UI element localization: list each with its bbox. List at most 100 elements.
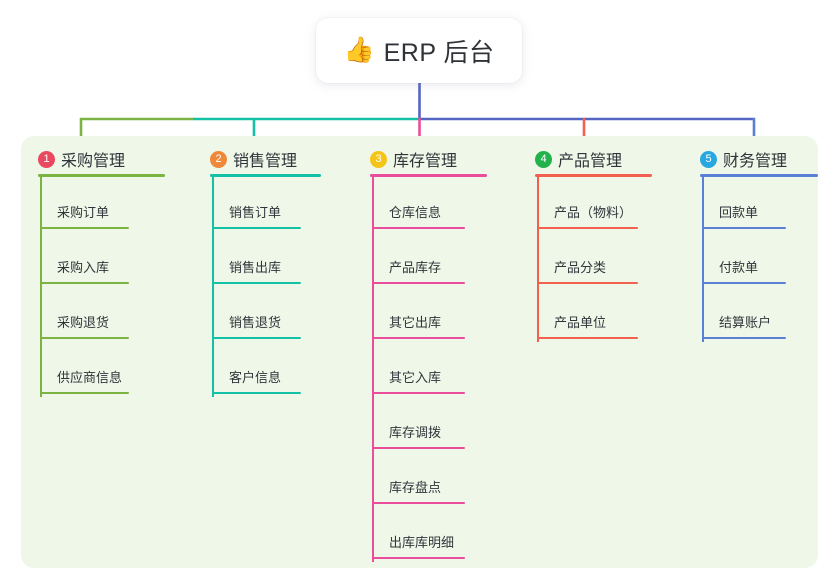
- item-rule: [538, 227, 638, 229]
- item-rule: [213, 282, 301, 284]
- list-item[interactable]: 结算账户: [702, 287, 837, 342]
- branch-column-4: 4 产品管理 产品（物料） 产品分类 产品单位: [518, 136, 683, 568]
- list-item[interactable]: 销售订单: [212, 177, 372, 232]
- list-item[interactable]: 客户信息: [212, 342, 372, 397]
- list-item[interactable]: 其它入库: [372, 342, 537, 397]
- item-label: 库存调拨: [389, 425, 442, 440]
- diagram-panel: [21, 136, 818, 568]
- item-rule: [373, 392, 465, 394]
- branch-column-3: 3 库存管理 仓库信息 产品库存 其它出库 其它入库 库存调拨: [353, 136, 518, 568]
- item-rule: [373, 337, 465, 339]
- item-rule: [373, 227, 465, 229]
- item-label: 付款单: [719, 260, 759, 275]
- item-rule: [703, 227, 786, 229]
- item-rule: [373, 282, 465, 284]
- branch-title-1: 采购管理: [61, 153, 126, 170]
- branch-rule-3: [370, 174, 487, 177]
- branch-column-5: 5 财务管理 回款单 付款单 结算账户: [683, 136, 818, 568]
- list-item[interactable]: 付款单: [702, 232, 837, 287]
- branch-badge-4: 4: [535, 150, 552, 168]
- list-item[interactable]: 供应商信息: [40, 342, 212, 397]
- branch-spine-2: [212, 177, 214, 397]
- list-item[interactable]: 销售出库: [212, 232, 372, 287]
- branch-items-3: 仓库信息 产品库存 其它出库 其它入库 库存调拨 库存盘点: [372, 177, 537, 562]
- item-rule: [41, 227, 129, 229]
- item-rule: [41, 392, 129, 394]
- item-rule: [538, 337, 638, 339]
- branch-rule-1: [38, 174, 165, 177]
- list-item[interactable]: 采购入库: [40, 232, 212, 287]
- item-label: 出库库明细: [389, 535, 455, 550]
- item-label: 销售退货: [229, 315, 282, 330]
- item-label: 库存盘点: [389, 480, 442, 495]
- branch-rule-4: [535, 174, 652, 177]
- branch-spine-1: [40, 177, 42, 397]
- item-rule: [41, 337, 129, 339]
- thumbs-up-icon: 👍: [343, 36, 375, 64]
- list-item[interactable]: 库存调拨: [372, 397, 537, 452]
- item-rule: [373, 447, 465, 449]
- item-label: 采购退货: [57, 315, 110, 330]
- branch-spine-5: [702, 177, 704, 342]
- branch-rule-5: [700, 174, 818, 177]
- list-item[interactable]: 产品库存: [372, 232, 537, 287]
- item-rule: [213, 392, 301, 394]
- root-title: ERP 后台: [383, 38, 495, 67]
- item-label: 结算账户: [719, 315, 772, 330]
- branch-title-5: 财务管理: [723, 153, 788, 170]
- item-rule: [373, 557, 465, 559]
- item-rule: [41, 282, 129, 284]
- item-label: 产品库存: [389, 260, 442, 275]
- branch-header-1[interactable]: 1 采购管理: [38, 147, 125, 171]
- item-label: 销售出库: [229, 260, 282, 275]
- branch-header-5[interactable]: 5 财务管理: [700, 147, 787, 171]
- list-item[interactable]: 库存盘点: [372, 452, 537, 507]
- item-label: 产品单位: [554, 315, 607, 330]
- item-label: 供应商信息: [57, 370, 123, 385]
- list-item[interactable]: 采购订单: [40, 177, 212, 232]
- list-item[interactable]: 出库库明细: [372, 507, 537, 562]
- branch-spine-4: [537, 177, 539, 342]
- branch-column-1: 1 采购管理 采购订单 采购入库 采购退货 供应商信息: [21, 136, 193, 568]
- branch-header-3[interactable]: 3 库存管理: [370, 147, 457, 171]
- columns-container: 1 采购管理 采购订单 采购入库 采购退货 供应商信息: [21, 136, 818, 568]
- root-node[interactable]: 👍 ERP 后台: [316, 18, 522, 83]
- item-rule: [703, 282, 786, 284]
- item-label: 仓库信息: [389, 205, 442, 220]
- list-item[interactable]: 其它出库: [372, 287, 537, 342]
- item-label: 客户信息: [229, 370, 282, 385]
- item-rule: [538, 282, 638, 284]
- branch-column-2: 2 销售管理 销售订单 销售出库 销售退货 客户信息: [193, 136, 353, 568]
- branch-header-4[interactable]: 4 产品管理: [535, 147, 622, 171]
- list-item[interactable]: 回款单: [702, 177, 837, 232]
- item-rule: [703, 337, 786, 339]
- item-rule: [213, 337, 301, 339]
- item-label: 采购入库: [57, 260, 110, 275]
- branch-title-3: 库存管理: [393, 153, 458, 170]
- item-label: 其它出库: [389, 315, 442, 330]
- branch-items-2: 销售订单 销售出库 销售退货 客户信息: [212, 177, 372, 397]
- item-label: 销售订单: [229, 205, 282, 220]
- list-item[interactable]: 销售退货: [212, 287, 372, 342]
- item-rule: [373, 502, 465, 504]
- item-label: 回款单: [719, 205, 759, 220]
- item-label: 产品分类: [554, 260, 607, 275]
- branch-badge-3: 3: [370, 150, 387, 168]
- branch-badge-2: 2: [210, 150, 227, 168]
- list-item[interactable]: 仓库信息: [372, 177, 537, 232]
- branch-items-5: 回款单 付款单 结算账户: [702, 177, 837, 342]
- item-label: 采购订单: [57, 205, 110, 220]
- branch-title-4: 产品管理: [558, 153, 623, 170]
- list-item[interactable]: 产品分类: [537, 232, 702, 287]
- branch-badge-1: 1: [38, 150, 55, 168]
- branch-title-2: 销售管理: [233, 153, 298, 170]
- list-item[interactable]: 产品（物料）: [537, 177, 702, 232]
- branch-spine-3: [372, 177, 374, 562]
- branch-header-2[interactable]: 2 销售管理: [210, 147, 297, 171]
- list-item[interactable]: 产品单位: [537, 287, 702, 342]
- list-item[interactable]: 采购退货: [40, 287, 212, 342]
- branch-rule-2: [210, 174, 321, 177]
- item-label: 产品（物料）: [554, 205, 633, 220]
- branch-badge-5: 5: [700, 150, 717, 168]
- item-rule: [213, 227, 301, 229]
